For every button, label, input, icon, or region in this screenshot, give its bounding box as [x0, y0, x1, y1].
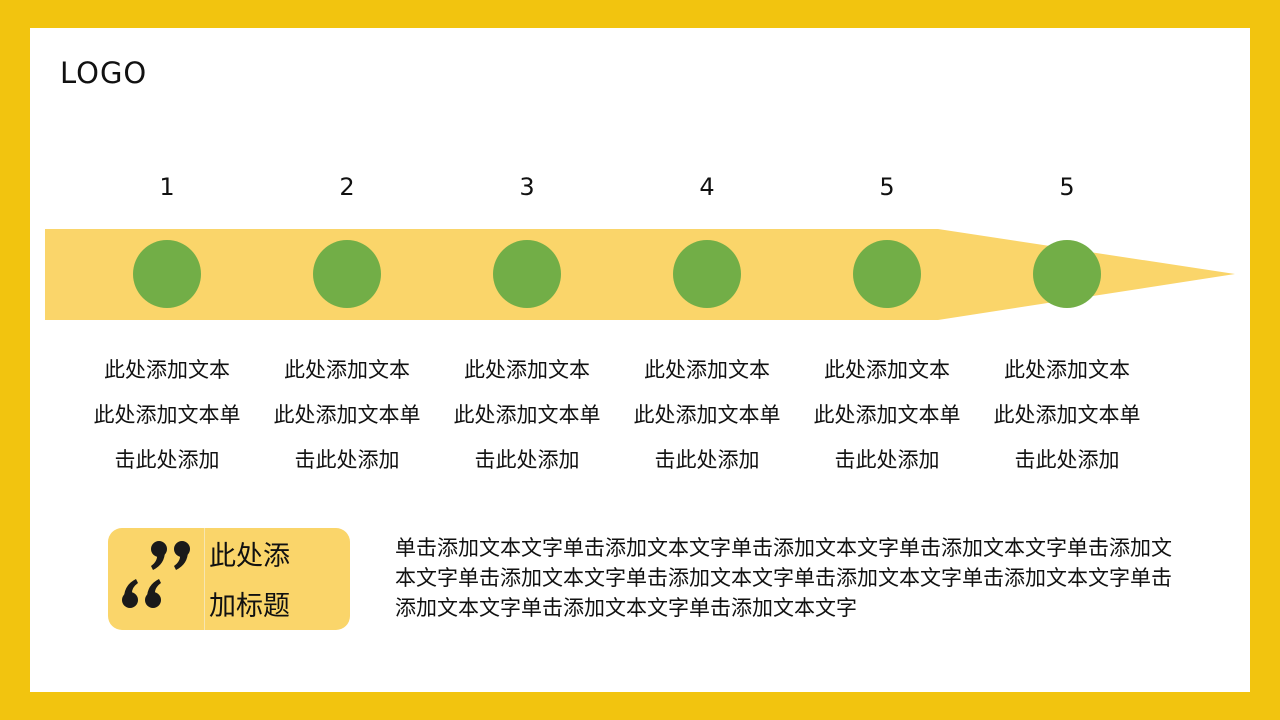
step-dot: [133, 240, 201, 308]
step-description-line: 击此处添加: [474, 448, 580, 472]
step-number: 4: [699, 173, 715, 201]
step-dot: [493, 240, 561, 308]
step-dot: [673, 240, 741, 308]
step-description-line: 击此处添加: [294, 448, 400, 472]
step-description-line: 此处添加文本: [644, 358, 770, 382]
step-description[interactable]: 此处添加文本此处添加文本单击此处添加: [617, 348, 797, 483]
step-description-line: 此处添加文本: [1004, 358, 1130, 382]
step-dot: [853, 240, 921, 308]
quote-title-line-2: 加标题: [209, 591, 290, 622]
quote-title: 此处添 加标题: [209, 532, 339, 630]
step-description[interactable]: 此处添加文本此处添加文本单击此处添加: [77, 348, 257, 483]
step-description-line: 击此处添加: [654, 448, 760, 472]
step-description-line: 此处添加文本: [284, 358, 410, 382]
step-description[interactable]: 此处添加文本此处添加文本单击此处添加: [797, 348, 977, 483]
step-dot: [313, 240, 381, 308]
step-description-line: 此处添加文本: [464, 358, 590, 382]
step-number: 5: [1059, 173, 1075, 201]
quote-title-line-1: 此处添: [209, 541, 290, 572]
step-number: 5: [879, 173, 895, 201]
step-description[interactable]: 此处添加文本此处添加文本单击此处添加: [257, 348, 437, 483]
logo: LOGO: [60, 56, 148, 90]
step-description-line: 此处添加文本: [824, 358, 950, 382]
step-description-line: 此处添加文本单: [993, 403, 1141, 427]
quote-title-box[interactable]: 此处添 加标题: [108, 528, 350, 630]
step-description-line: 此处添加文本单: [453, 403, 601, 427]
step-description-line: 此处添加文本单: [93, 403, 241, 427]
step-number: 3: [519, 173, 535, 201]
step-description[interactable]: 此处添加文本此处添加文本单击此处添加: [977, 348, 1157, 483]
step-description-line: 击此处添加: [834, 448, 940, 472]
quote-icon: [108, 528, 205, 630]
body-text[interactable]: 单击添加文本文字单击添加文本文字单击添加文本文字单击添加文本文字单击添加文本文字…: [395, 536, 1172, 620]
step-description-line: 此处添加文本单: [633, 403, 781, 427]
step-number: 1: [159, 173, 175, 201]
step-description-line: 此处添加文本单: [273, 403, 421, 427]
step-description[interactable]: 此处添加文本此处添加文本单击此处添加: [437, 348, 617, 483]
step-description-line: 击此处添加: [1014, 448, 1120, 472]
step-dot: [1033, 240, 1101, 308]
step-number: 2: [339, 173, 355, 201]
step-description-line: 击此处添加: [114, 448, 220, 472]
step-description-line: 此处添加文本单: [813, 403, 961, 427]
step-description-line: 此处添加文本: [104, 358, 230, 382]
